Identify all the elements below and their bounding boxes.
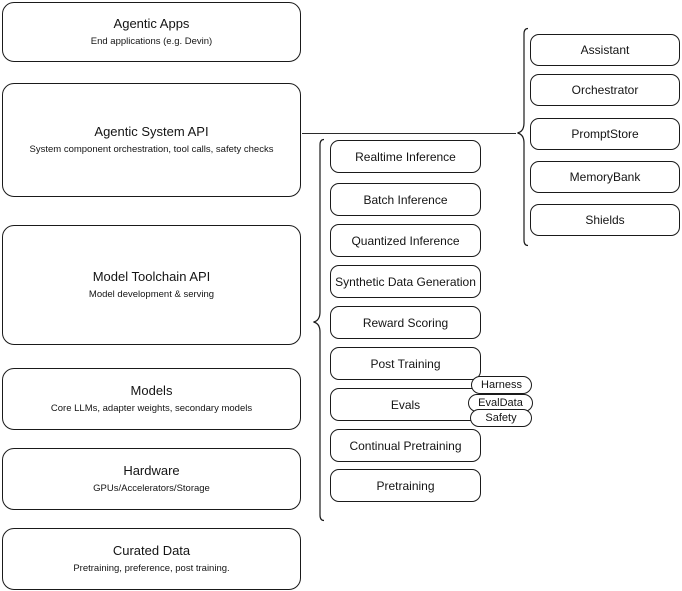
capability-label: Reward Scoring (362, 315, 449, 330)
bracket-system-components (517, 27, 529, 247)
component-label: MemoryBank (569, 170, 641, 184)
capability-box-pretraining[interactable]: Pretraining (330, 469, 481, 502)
layer-box-hardware[interactable]: Hardware GPUs/Accelerators/Storage (2, 448, 301, 510)
layer-box-model-toolchain-api[interactable]: Model Toolchain API Model development & … (2, 225, 301, 345)
capability-label: Quantized Inference (351, 233, 460, 248)
layer-title: Hardware (123, 463, 180, 478)
layer-title: Model Toolchain API (92, 269, 211, 284)
layer-box-agentic-apps[interactable]: Agentic Apps End applications (e.g. Devi… (2, 2, 301, 62)
layer-box-agentic-system-api[interactable]: Agentic System API System component orch… (2, 83, 301, 197)
badge-safety[interactable]: Safety (470, 409, 532, 427)
badge-harness[interactable]: Harness (471, 376, 532, 394)
component-label: Assistant (580, 43, 630, 57)
capability-box-continual-pretraining[interactable]: Continual Pretraining (330, 429, 481, 462)
layer-title: Agentic System API (94, 124, 209, 139)
capability-label: Continual Pretraining (349, 438, 462, 453)
capability-box-evals[interactable]: Evals (330, 388, 481, 421)
layer-subtitle: GPUs/Accelerators/Storage (93, 483, 210, 494)
capability-box-batch-inference[interactable]: Batch Inference (330, 183, 481, 216)
capability-label: Evals (390, 397, 421, 412)
capability-label: Pretraining (376, 478, 435, 493)
layer-box-models[interactable]: Models Core LLMs, adapter weights, secon… (2, 368, 301, 430)
capability-label: Realtime Inference (355, 149, 456, 164)
capability-label: Synthetic Data Generation (335, 274, 476, 289)
capability-box-post-training[interactable]: Post Training (330, 347, 481, 380)
capability-label: Post Training (370, 356, 441, 371)
component-box-orchestrator[interactable]: Orchestrator (530, 74, 680, 106)
component-box-promptstore[interactable]: PromptStore (530, 118, 680, 150)
layer-subtitle: End applications (e.g. Devin) (90, 36, 213, 47)
layer-subtitle: Pretraining, preference, post training. (73, 563, 230, 574)
layer-subtitle: Core LLMs, adapter weights, secondary mo… (50, 403, 253, 414)
component-box-shields[interactable]: Shields (530, 204, 680, 236)
badge-label: Harness (481, 379, 522, 391)
capability-box-reward-scoring[interactable]: Reward Scoring (330, 306, 481, 339)
component-box-memorybank[interactable]: MemoryBank (530, 161, 680, 193)
component-label: PromptStore (571, 127, 639, 141)
bracket-toolchain-capabilities (313, 138, 325, 522)
layer-subtitle: Model development & serving (88, 289, 215, 300)
badge-label: EvalData (478, 397, 523, 409)
component-box-assistant[interactable]: Assistant (530, 34, 680, 66)
layer-title: Models (130, 383, 173, 398)
capability-box-realtime-inference[interactable]: Realtime Inference (330, 140, 481, 173)
layer-box-curated-data[interactable]: Curated Data Pretraining, preference, po… (2, 528, 301, 590)
layer-subtitle: System component orchestration, tool cal… (29, 144, 274, 155)
capability-label: Batch Inference (363, 192, 448, 207)
badge-label: Safety (485, 412, 517, 424)
capability-box-quantized-inference[interactable]: Quantized Inference (330, 224, 481, 257)
layer-title: Agentic Apps (113, 16, 190, 31)
component-label: Shields (585, 213, 625, 227)
capability-box-synthetic-data-generation[interactable]: Synthetic Data Generation (330, 265, 481, 298)
component-label: Orchestrator (571, 83, 639, 97)
connector-line-system-api-to-components (302, 133, 516, 134)
layer-title: Curated Data (112, 543, 191, 558)
